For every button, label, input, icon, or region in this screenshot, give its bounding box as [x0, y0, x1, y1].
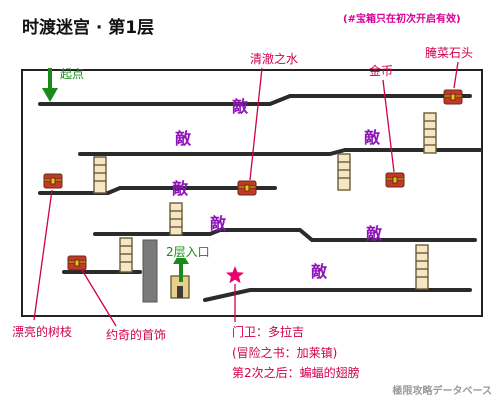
- ladder-5: [119, 237, 133, 273]
- treasure-label-odd-accessory: 约奇的首饰: [106, 328, 167, 342]
- enemy-marker: 敵: [172, 179, 189, 198]
- npc-gatekeeper-book: (冒险之书：加莱镇): [232, 346, 338, 360]
- ladder-3: [337, 153, 351, 191]
- chest-left: [43, 173, 63, 189]
- stone-pillar: [142, 239, 158, 303]
- ladders: [93, 112, 437, 290]
- enemy-marker: 敵: [175, 129, 192, 148]
- platforms: [38, 94, 482, 302]
- treasure-label-gold-coin: 金币: [369, 64, 394, 78]
- treasure-label-clear-water: 清澈之水: [250, 52, 299, 66]
- enemy-marker: 敵: [232, 97, 249, 116]
- chest-bottom-left: [67, 255, 87, 271]
- gatekeeper-star-icon: [226, 266, 244, 284]
- start-arrow-icon: [42, 68, 58, 102]
- enemy-marker: 敵: [366, 224, 383, 243]
- treasure-note: (#宝箱只在初次开启有效): [343, 14, 461, 25]
- chest-mid-right: [385, 172, 405, 188]
- npc-gatekeeper-reward: 第2次之后：蝙蝠的翅膀: [232, 366, 360, 380]
- ladder-6: [415, 244, 429, 290]
- start-label: 起点: [60, 67, 85, 81]
- enemy-marker: 敵: [364, 128, 381, 147]
- ladder-2: [93, 156, 107, 194]
- chest-center: [237, 180, 257, 196]
- treasure-label-pretty-branch: 漂亮的树枝: [12, 325, 73, 339]
- watermark: 極限攻略データベース: [392, 386, 493, 397]
- map-border: [21, 69, 483, 317]
- chest-top-right: [443, 89, 463, 105]
- ladder-4: [169, 202, 183, 236]
- leader-lines: [33, 61, 459, 327]
- ladder-1: [423, 112, 437, 154]
- treasure-chests: [43, 89, 463, 271]
- map-title: 时渡迷宫 · 第1层: [22, 18, 155, 38]
- enemy-marker: 敵: [210, 214, 227, 233]
- floor2-entrance-label: 2层入口: [166, 245, 210, 259]
- enemy-marker: 敵: [311, 262, 328, 281]
- npc-gatekeeper-name: 门卫：多拉吉: [232, 325, 305, 339]
- treasure-label-pickle-stone: 腌菜石头: [425, 46, 474, 60]
